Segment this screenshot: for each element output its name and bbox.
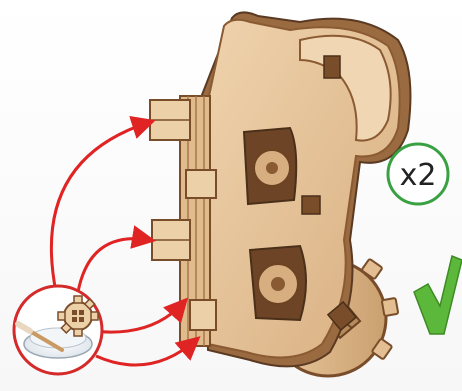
glue-pot-group <box>14 286 102 374</box>
top-slot <box>324 56 340 78</box>
tab-top <box>150 100 190 140</box>
middle-slot <box>302 196 320 214</box>
quantity-badge: x2 <box>388 144 448 204</box>
tab-middle <box>152 220 190 260</box>
quantity-label: x2 <box>400 158 437 193</box>
checkmark-icon <box>414 256 462 334</box>
